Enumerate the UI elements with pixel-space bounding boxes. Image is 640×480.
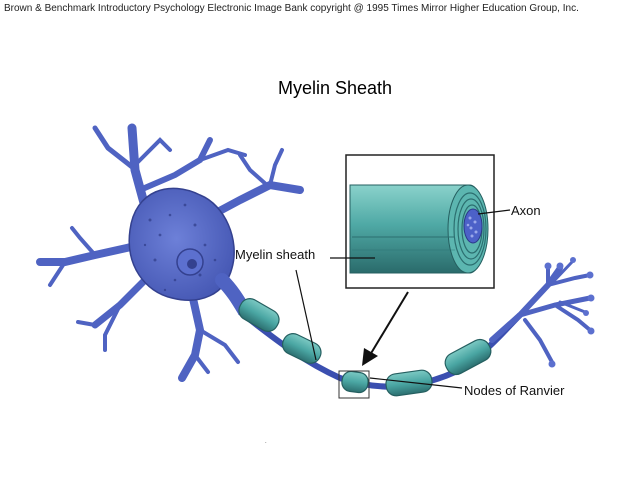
terminal-buttons (544, 257, 595, 368)
soma-granules (143, 203, 217, 292)
axon-inset (345, 154, 495, 289)
nodes-of-ranvier-label: Nodes of Ranvier (464, 383, 565, 398)
nucleus (176, 248, 204, 276)
myelin-sheath-label: Myelin sheath (235, 247, 316, 262)
myelin-segments (238, 298, 492, 397)
leader-lines (295, 209, 511, 389)
axon-terminals (489, 260, 593, 364)
copyright-notice: Brown & Benchmark Introductory Psycholog… (4, 3, 579, 14)
zoom-arrow (362, 291, 409, 366)
axon-label: Axon (511, 203, 541, 218)
cell-body (128, 187, 235, 301)
svg-text:.: . (265, 439, 267, 445)
diagram-title: Myelin Sheath (277, 78, 393, 98)
node-highlight-box (338, 370, 370, 399)
dendrites (36, 123, 304, 382)
